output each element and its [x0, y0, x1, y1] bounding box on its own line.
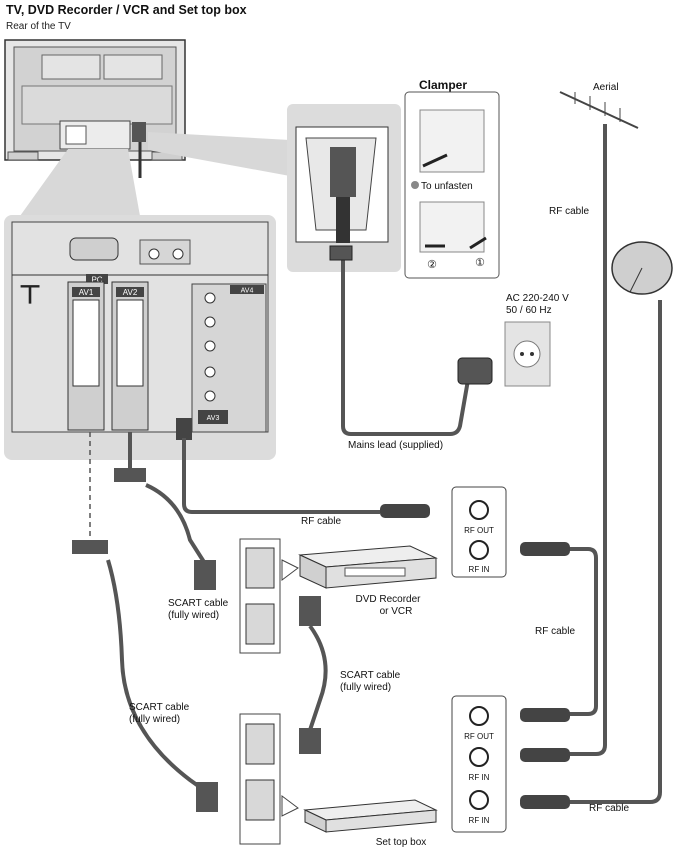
scart-cables: [72, 432, 328, 812]
scart-cable-stb-label-line2: (fully wired): [129, 714, 180, 725]
av1-label: AV1: [79, 288, 94, 297]
step-2-label: ②: [427, 259, 437, 271]
scart-cable-dvd-label-line1: SCART cable: [168, 598, 229, 609]
rf-cable-dvd-stb-label: RF cable: [535, 626, 575, 637]
av2-label: AV2: [123, 288, 138, 297]
rf-cable-dish-label: RF cable: [589, 803, 629, 814]
page-title: TV, DVD Recorder / VCR and Set top box: [6, 3, 247, 17]
rf-cable-tv-label: RF cable: [301, 516, 341, 527]
pc-port-label: PC: [91, 276, 102, 285]
stb-rf-out-label: RF OUT: [464, 732, 494, 741]
dvd-scart-panel: [239, 538, 299, 654]
unfasten-label: To unfasten: [421, 181, 473, 192]
set-top-box-label: Set top box: [376, 837, 427, 848]
aerial-label: Aerial: [593, 82, 619, 93]
dvd-rf-out-label: RF OUT: [464, 526, 494, 535]
av3-label: AV3: [207, 415, 220, 422]
clamper-title: Clamper: [419, 78, 467, 92]
av4-label: AV4: [241, 288, 254, 295]
scart-cable-dvd-label-line2: (fully wired): [168, 610, 219, 621]
page-subtitle: Rear of the TV: [6, 21, 71, 32]
satellite-dish: [566, 241, 673, 804]
stb-rf-in-aerial-label: RF IN: [469, 773, 490, 782]
scart-cable-link-label-line1: SCART cable: [340, 670, 401, 681]
scart-cable-link-label-line2: (fully wired): [340, 682, 391, 693]
dvd-recorder-label-line1: DVD Recorder: [355, 594, 421, 605]
terminal-panel: PC ㄒ AV1 AV2 AV4 AV3: [4, 215, 380, 514]
step-1-label: ①: [475, 257, 485, 269]
plug-zoom: [287, 104, 470, 436]
ac-voltage-label: AC 220-240 V: [506, 293, 569, 304]
dvd-rf-in-label: RF IN: [469, 565, 490, 574]
set-top-box: [303, 799, 438, 833]
zoom-wedge-panel: [20, 149, 140, 216]
dvd-recorder-label-line2: or VCR: [380, 606, 413, 617]
rf-cable-aerial-label: RF cable: [549, 206, 589, 217]
aerial-antenna: [559, 91, 639, 756]
scart-cable-stb-label-line1: SCART cable: [129, 702, 190, 713]
clamper-box: [404, 91, 500, 279]
antenna-symbol: ㄒ: [19, 282, 41, 307]
mains-lead-label: Mains lead (supplied): [348, 440, 443, 451]
dvd-rf-sockets: [380, 486, 598, 716]
stb-rf-in-dish-label: RF IN: [469, 816, 490, 825]
wall-outlet: [457, 321, 551, 387]
tv-rear: [4, 39, 186, 178]
zoom-wedge-plug: [148, 132, 290, 176]
dvd-recorder: [298, 545, 438, 589]
stb-rf-sockets: [451, 695, 570, 833]
stb-scart-panel: [239, 713, 299, 845]
ac-frequency-label: 50 / 60 Hz: [506, 305, 552, 316]
